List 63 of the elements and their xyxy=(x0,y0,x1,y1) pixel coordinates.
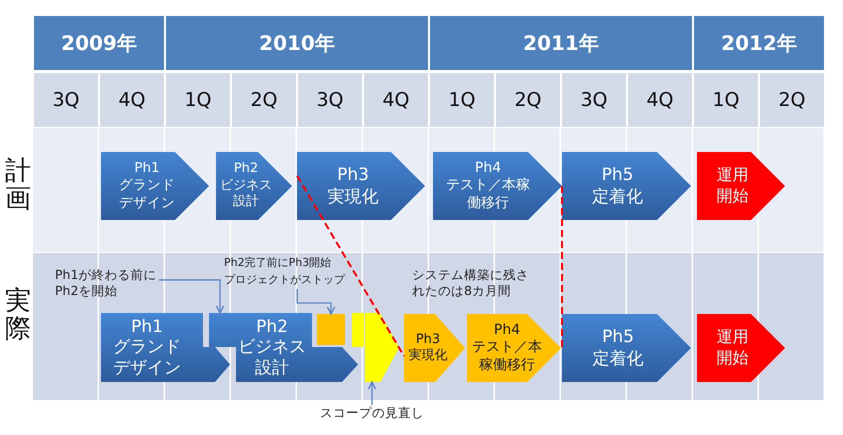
quarter-header-cell: 3Q xyxy=(298,73,362,127)
milestone-pentagon xyxy=(697,314,785,382)
quarter-header-cell: 3Q xyxy=(34,73,98,127)
phase-name: 実現化 xyxy=(408,348,448,364)
phase-name: ビジネス設計 xyxy=(237,337,307,378)
phase-number: Ph4 xyxy=(494,322,520,340)
quarter-header-cell: 4Q xyxy=(628,73,692,127)
phase-pentagon xyxy=(404,314,465,382)
quarter-header-cell: 1Q xyxy=(430,73,494,127)
year-header-cell: 2010年 xyxy=(166,16,428,70)
quarter-header-cell: 1Q xyxy=(694,73,758,127)
square-block xyxy=(317,314,345,345)
phase-name: 定着化 xyxy=(592,186,643,208)
year-header-cell: 2012年 xyxy=(694,16,824,70)
quarter-header-cell: 2Q xyxy=(760,73,824,127)
leader-line xyxy=(296,289,336,315)
phase-pentagon xyxy=(101,152,209,220)
quarter-header-cell: 3Q xyxy=(562,73,626,127)
annotation-text: システム構築に残されたのは8カ月間 xyxy=(412,267,530,300)
phase-name: グランドデザイン xyxy=(112,337,182,378)
row-label: 計画 xyxy=(4,157,32,215)
annotation-text: スコープの見直し xyxy=(320,405,424,422)
phase-number: Ph1 xyxy=(131,316,163,338)
phase-name: グランドデザイン xyxy=(118,177,176,212)
quarter-header-cell: 1Q xyxy=(166,73,230,127)
phase-pentagon xyxy=(297,152,425,220)
phase-name: テスト／本稼働移行 xyxy=(471,339,543,374)
quarter-header-cell: 2Q xyxy=(496,73,560,127)
phase-pentagon xyxy=(562,314,691,382)
quarter-header-cell: 2Q xyxy=(232,73,296,127)
phase-number: Ph4 xyxy=(474,160,502,178)
dashed-line xyxy=(561,186,563,348)
phase-number: Ph3 xyxy=(416,332,440,348)
phase-block xyxy=(101,313,230,382)
phase-number: Ph5 xyxy=(602,326,634,348)
phase-number: Ph2 xyxy=(234,160,258,178)
phase-number: Ph5 xyxy=(602,164,634,186)
year-header-cell: 2011年 xyxy=(430,16,692,70)
milestone-pentagon xyxy=(697,152,785,220)
phase-number: Ph1 xyxy=(134,160,160,178)
row-label: 実際 xyxy=(4,287,32,345)
annotation-text: Ph2完了前にPh3開始 xyxy=(224,256,332,271)
phase-name: ビジネス設計 xyxy=(218,178,273,212)
phase-name: 運用開始 xyxy=(715,327,750,369)
annotation-text: Ph1が終わる前にPh2を開始 xyxy=(55,267,159,301)
phase-pentagon xyxy=(433,152,562,220)
phase-pentagon xyxy=(467,314,561,382)
annotation-text: プロジェクトがストップ xyxy=(224,272,347,289)
phase-name: 実現化 xyxy=(328,186,378,208)
leader-line xyxy=(159,279,224,314)
pentagon-block xyxy=(352,313,399,382)
quarter-header-cell: 4Q xyxy=(364,73,428,127)
year-header-cell: 2009年 xyxy=(34,16,164,70)
phase-name: 運用開始 xyxy=(715,165,750,207)
phase-name: テスト／本稼働移行 xyxy=(445,177,531,212)
phase-pentagon xyxy=(216,152,292,220)
quarter-header-cell: 4Q xyxy=(100,73,164,127)
phase-pentagon xyxy=(562,152,691,220)
leader-line xyxy=(368,381,376,405)
phase-number: Ph2 xyxy=(256,316,288,338)
phase-name: 定着化 xyxy=(592,348,644,370)
phase-number: Ph3 xyxy=(337,164,369,186)
phase-block xyxy=(209,313,358,382)
